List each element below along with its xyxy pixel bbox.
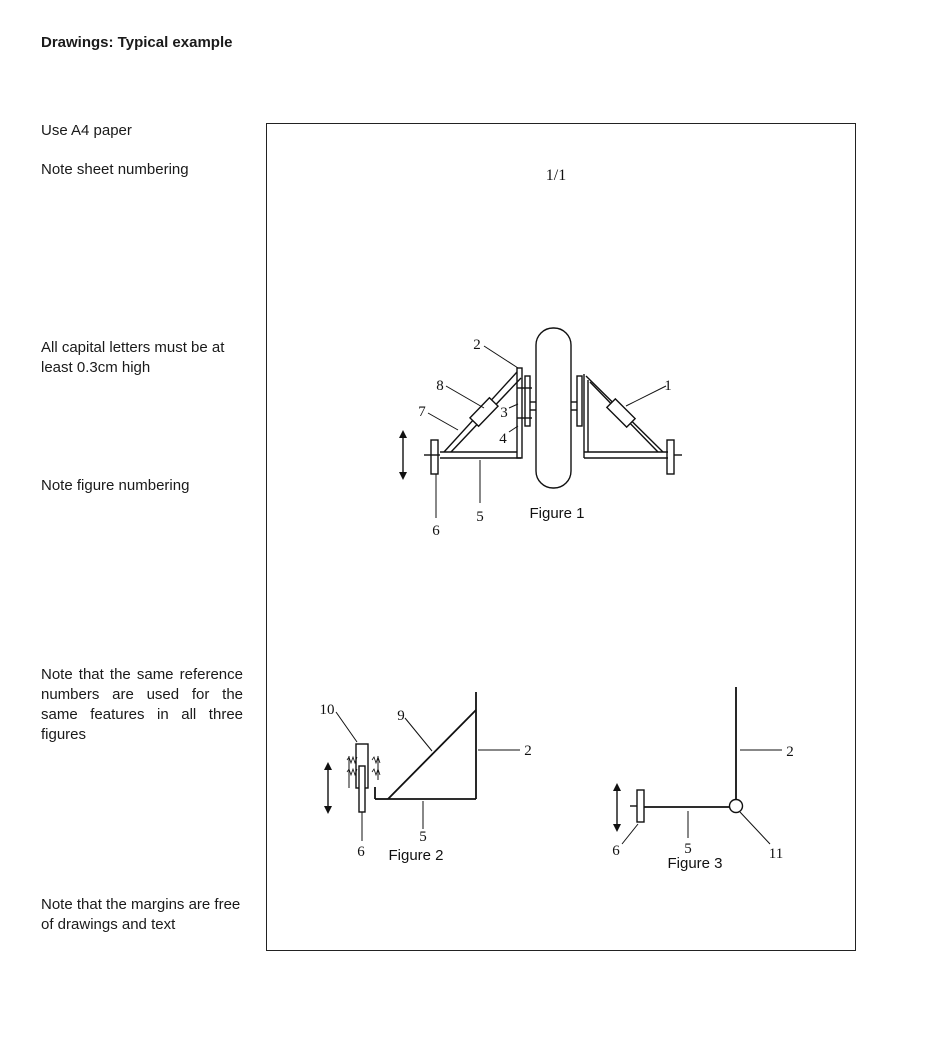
- fig2-ref-2: 2: [524, 743, 532, 759]
- figure-3: 2 5 6 11 Figure 3: [612, 687, 794, 872]
- fig1-ref-5: 5: [476, 509, 484, 525]
- right-actuator-pad: [666, 439, 675, 475]
- figure-2-caption: Figure 2: [388, 847, 443, 864]
- note-reference-numbers: Note that the same reference numbers are…: [41, 666, 243, 743]
- fig2-ref-6: 6: [357, 844, 365, 860]
- figure-1: 2 1 8 7 3 4 5 6 Figure 1: [399, 327, 682, 539]
- figure-1-caption: Figure 1: [529, 505, 584, 522]
- fig3-ref-2: 2: [786, 744, 794, 760]
- figure-3-caption: Figure 3: [667, 855, 722, 872]
- page-title: Drawings: Typical example: [41, 34, 233, 51]
- note-capital-letters: All capital letters must be at least 0.3…: [41, 339, 225, 376]
- wheel-shape: [535, 327, 572, 489]
- fig2-ref-9: 9: [397, 708, 405, 724]
- note-sheet-numbering: Note sheet numbering: [41, 161, 189, 178]
- fig3-pad: [636, 789, 645, 823]
- fig2-spring: [346, 755, 381, 777]
- fig3-ref-11: 11: [769, 846, 783, 862]
- fig1-ref-2: 2: [473, 337, 481, 353]
- fig3-ref-5: 5: [684, 841, 692, 857]
- figure-2: 10 9 2 5 6 Figure 2: [320, 692, 532, 864]
- right-mount-plate: [576, 375, 583, 427]
- note-margins: Note that the margins are free of drawin…: [41, 896, 241, 933]
- fig2-piston: [358, 765, 366, 813]
- fig1-ref-6: 6: [432, 523, 440, 539]
- fig3-ref-6: 6: [612, 843, 620, 859]
- fig3-pivot: [728, 798, 744, 814]
- note-figure-numbering: Note figure numbering: [41, 477, 190, 494]
- right-damper: [605, 397, 637, 429]
- fig1-ref-7: 7: [418, 404, 426, 420]
- drawing-sheet: [266, 123, 856, 951]
- fig1-ref-4: 4: [499, 431, 507, 447]
- note-paper: Use A4 paper: [41, 122, 132, 139]
- fig1-ref-1: 1: [664, 378, 672, 394]
- fig2-ref-5: 5: [419, 829, 427, 845]
- fig2-ref-10: 10: [320, 702, 335, 718]
- left-mount-plate: [524, 375, 531, 427]
- fig1-ref-8: 8: [436, 378, 444, 394]
- fig1-ref-3: 3: [500, 405, 508, 421]
- left-damper: [468, 396, 500, 428]
- sheet-number: 1/1: [546, 167, 566, 184]
- left-actuator-pad: [430, 439, 439, 475]
